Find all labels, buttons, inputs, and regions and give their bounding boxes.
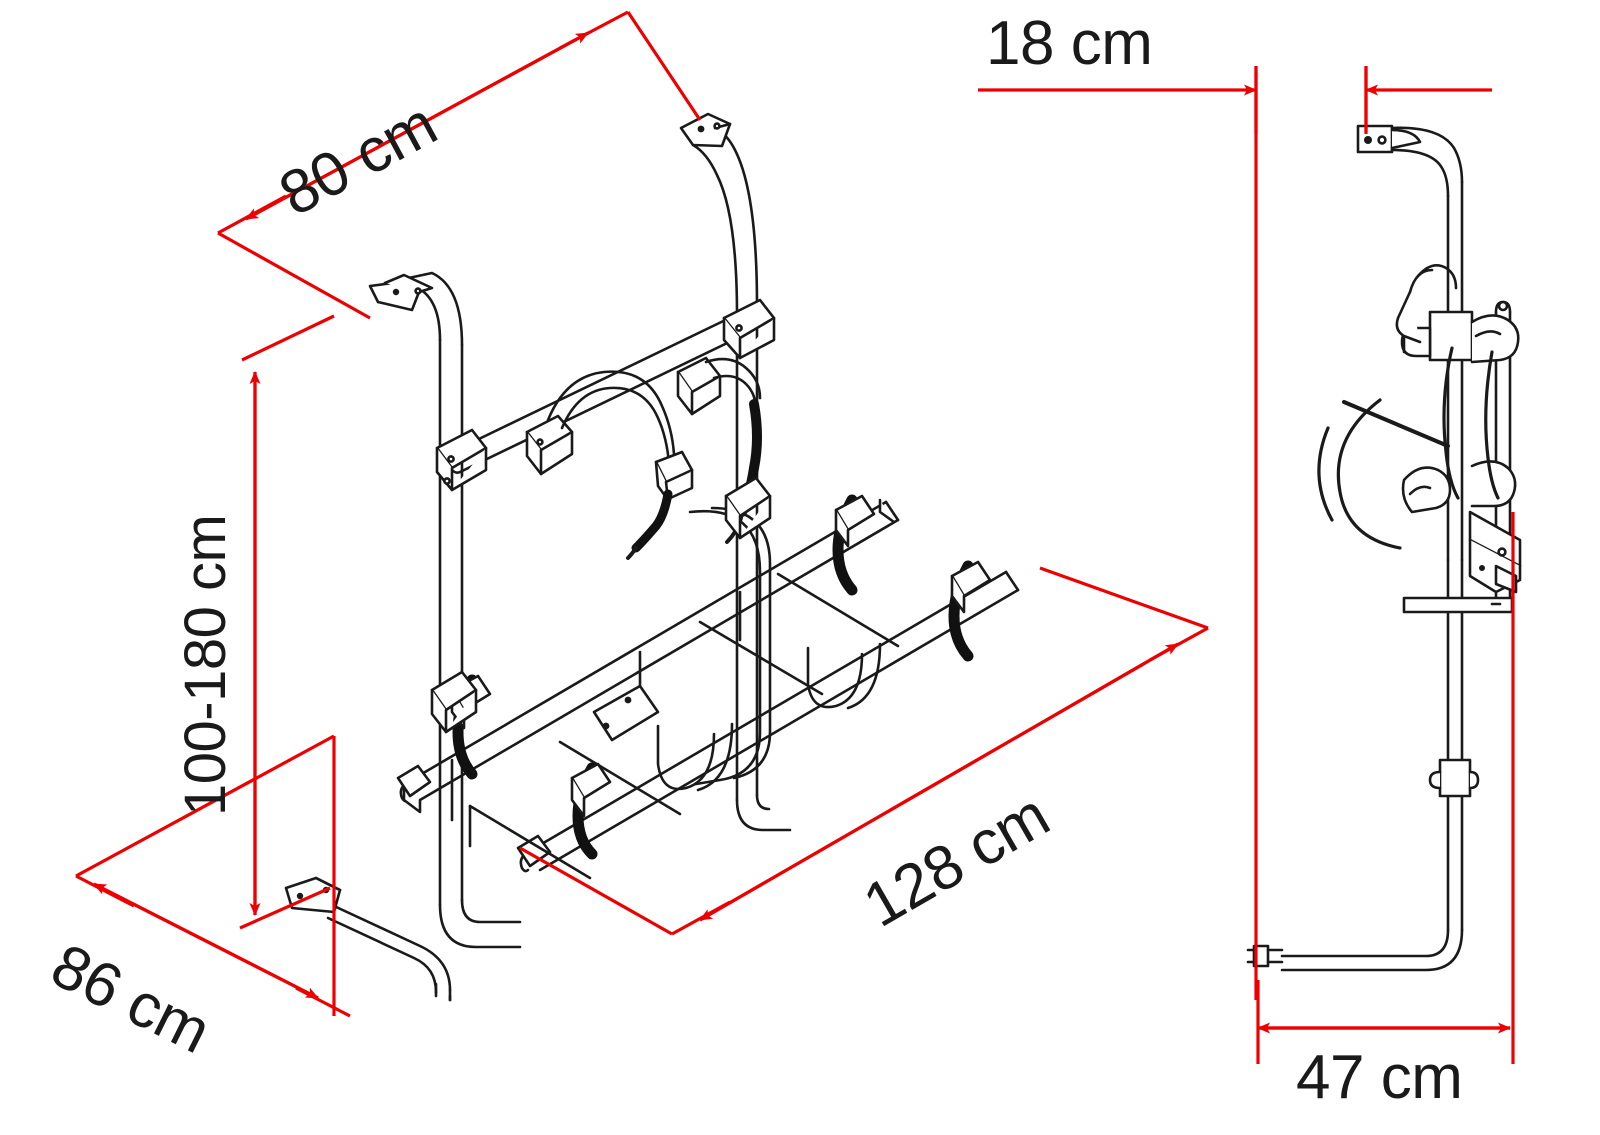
dim-100180-ext-bottom <box>239 886 331 930</box>
dim-128-arrow-right <box>699 642 1179 922</box>
dim-80-leader-right <box>626 11 702 121</box>
dimension-128cm <box>519 566 1209 936</box>
dimension-label-47cm: 47 cm <box>1296 1043 1463 1112</box>
dimension-18cm <box>978 66 1492 1000</box>
dim-128-ext-right <box>1149 626 1209 662</box>
rear-view-drawing <box>284 112 1020 1002</box>
dim-86-ext-right <box>295 986 351 1018</box>
dim-128-leader-right <box>1039 566 1209 630</box>
dim-86-leader-top <box>75 734 335 878</box>
dimension-80cm <box>217 10 702 320</box>
dim-80-ext-right <box>559 10 629 50</box>
dim-80-ext-left <box>217 194 287 235</box>
dimension-label-18cm: 18 cm <box>986 9 1153 78</box>
dim-128-leader-left <box>519 846 673 936</box>
dimension-86cm <box>75 734 351 1018</box>
side-view-drawing <box>1246 124 1522 972</box>
dim-100180-ext-top <box>241 314 335 362</box>
dimension-47cm <box>1256 512 1515 1064</box>
dimension-100-180cm <box>239 314 335 930</box>
dim-80-leader-left <box>217 231 371 320</box>
dimension-label-100-180cm: 100-180 cm <box>173 514 238 816</box>
dimension-lines <box>75 10 1515 1064</box>
dim-86-ext-left <box>75 874 135 908</box>
dim-80-arrow-right <box>245 31 589 221</box>
dim-128-ext-left <box>671 900 731 936</box>
